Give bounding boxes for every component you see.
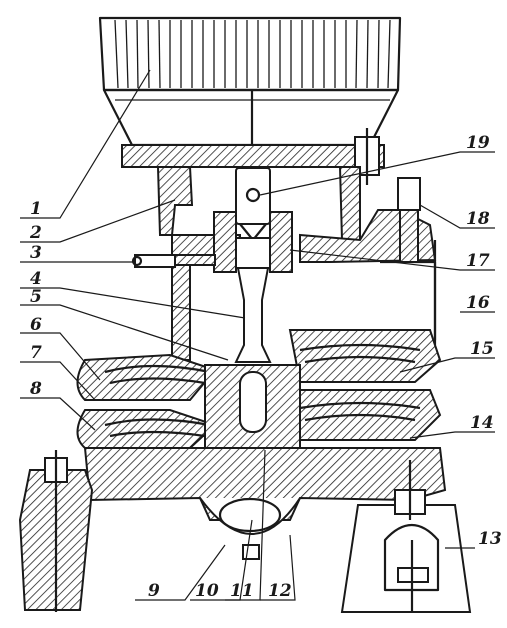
callout-2: 2 bbox=[29, 223, 42, 243]
motor-housing bbox=[98, 16, 402, 147]
callout-6: 6 bbox=[30, 315, 42, 335]
shaft-seal bbox=[213, 211, 293, 273]
left-foot bbox=[18, 450, 94, 612]
callout-16: 16 bbox=[466, 293, 490, 313]
callout-1: 1 bbox=[30, 199, 42, 219]
vent-plug bbox=[397, 177, 421, 263]
grease-nipple bbox=[131, 254, 216, 268]
callout-11: 11 bbox=[230, 581, 254, 601]
callout-10: 10 bbox=[195, 581, 219, 601]
callout-12: 12 bbox=[268, 581, 292, 601]
callout-4: 4 bbox=[30, 269, 42, 289]
callout-15: 15 bbox=[470, 339, 494, 359]
callout-3: 3 bbox=[30, 243, 42, 263]
callout-19: 19 bbox=[466, 133, 490, 153]
pump-base bbox=[83, 447, 447, 560]
callout-5: 5 bbox=[30, 287, 42, 307]
callout-9: 9 bbox=[148, 581, 160, 601]
leader-lines bbox=[20, 69, 495, 601]
callout-17: 17 bbox=[466, 251, 490, 271]
callout-18: 18 bbox=[466, 209, 490, 229]
callout-13: 13 bbox=[478, 529, 502, 549]
callout-8: 8 bbox=[29, 379, 42, 399]
volute-casing bbox=[76, 329, 442, 449]
shaft-coupling bbox=[235, 167, 271, 242]
callout-labels: 1 2 3 4 5 6 7 8 9 10 11 12 13 14 15 16 1… bbox=[29, 133, 502, 601]
callout-14: 14 bbox=[470, 413, 494, 433]
callout-7: 7 bbox=[30, 343, 42, 363]
pump-shaft bbox=[234, 267, 272, 363]
right-support bbox=[340, 460, 472, 613]
